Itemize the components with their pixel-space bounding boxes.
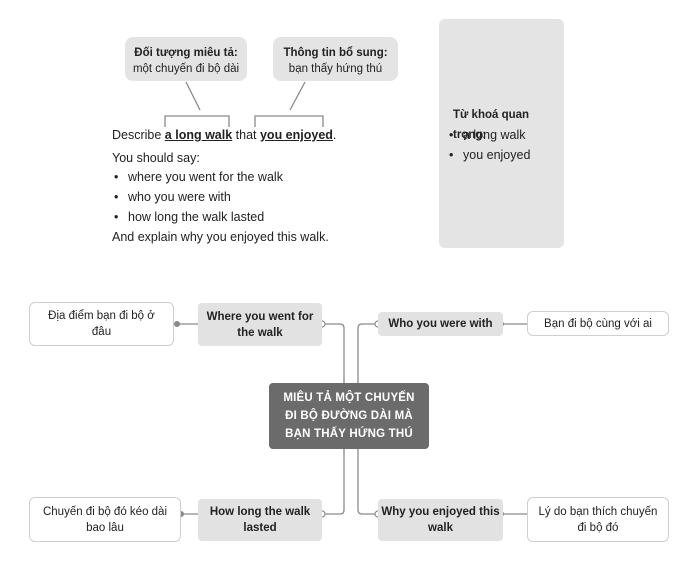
prompt-explain: And explain why you enjoyed this walk. bbox=[112, 230, 329, 244]
prompt-suffix: . bbox=[332, 128, 337, 142]
node-dot bbox=[174, 321, 180, 327]
bullet-dot: • bbox=[114, 210, 119, 224]
callout-left-arrow bbox=[185, 81, 201, 111]
prompt-bullet: • who you were with bbox=[114, 187, 414, 207]
keywords-box: Từ khoá quan trọng: • a long walk • you en… bbox=[439, 19, 564, 248]
bullet-text: who you were with bbox=[128, 190, 231, 204]
keywords-title: Từ khoá quan trọng: bbox=[453, 109, 530, 141]
prompt-bullet: • how long the walk lasted bbox=[114, 207, 414, 227]
bracket-you-enjoyed bbox=[254, 115, 324, 127]
bullet-dot: • bbox=[449, 148, 454, 162]
prompt-prefix: Describe bbox=[112, 128, 165, 142]
callout-subject-text: một chuyến đi bộ dài bbox=[132, 63, 240, 75]
keyword-item: • a long walk bbox=[449, 125, 526, 145]
branch-who-node: Who you were with bbox=[378, 312, 503, 336]
callout-extra-title: Thông tin bổ sung: bbox=[283, 47, 388, 59]
detail-who-node: Bạn đi bộ cùng với ai bbox=[527, 311, 669, 336]
callout-right-arrow bbox=[289, 81, 306, 111]
prompt-key-a-long-walk: a long walk bbox=[164, 128, 233, 142]
keyword-text: you enjoyed bbox=[463, 148, 531, 162]
keyword-text: a long walk bbox=[463, 128, 526, 142]
keyword-item: • you enjoyed bbox=[449, 145, 530, 165]
prompt-line: Describe a long walk that you enjoyed. bbox=[112, 125, 412, 145]
detail-how-long-node: Chuyến đi bộ đó kéo dài bao lâu bbox=[29, 497, 181, 542]
callout-extra-info: Thông tin bổ sung: bạn thấy hứng thú bbox=[273, 37, 398, 81]
prompt-bullet: • where you went for the walk bbox=[114, 167, 414, 187]
prompt-key-you-enjoyed: you enjoyed bbox=[259, 128, 333, 142]
prompt-middle: that bbox=[232, 128, 260, 142]
mindmap-center-node: MIÊU TẢ MỘT CHUYẾN ĐI BỘ ĐƯỜNG DÀI MÀ BẠ… bbox=[269, 383, 429, 449]
callout-subject-title: Đối tượng miêu tả: bbox=[134, 47, 238, 59]
callout-extra-text: bạn thấy hứng thú bbox=[288, 63, 383, 75]
bullet-dot: • bbox=[114, 170, 119, 184]
bullet-dot: • bbox=[114, 190, 119, 204]
bullet-text: how long the walk lasted bbox=[128, 210, 265, 224]
bullet-dot: • bbox=[449, 128, 454, 142]
branch-how-long-node: How long the walk lasted bbox=[198, 499, 322, 541]
bracket-a-long-walk bbox=[164, 115, 230, 127]
detail-where-node: Địa điểm bạn đi bộ ở đâu bbox=[29, 302, 174, 346]
detail-why-node: Lý do bạn thích chuyến đi bộ đó bbox=[527, 497, 669, 542]
bullet-text: where you went for the walk bbox=[128, 170, 283, 184]
callout-subject: Đối tượng miêu tả: một chuyến đi bộ dài bbox=[125, 37, 247, 81]
branch-why-node: Why you enjoyed this walk bbox=[378, 499, 503, 541]
branch-where-node: Where you went for the walk bbox=[198, 303, 322, 346]
prompt-should-say: You should say: bbox=[112, 151, 200, 165]
